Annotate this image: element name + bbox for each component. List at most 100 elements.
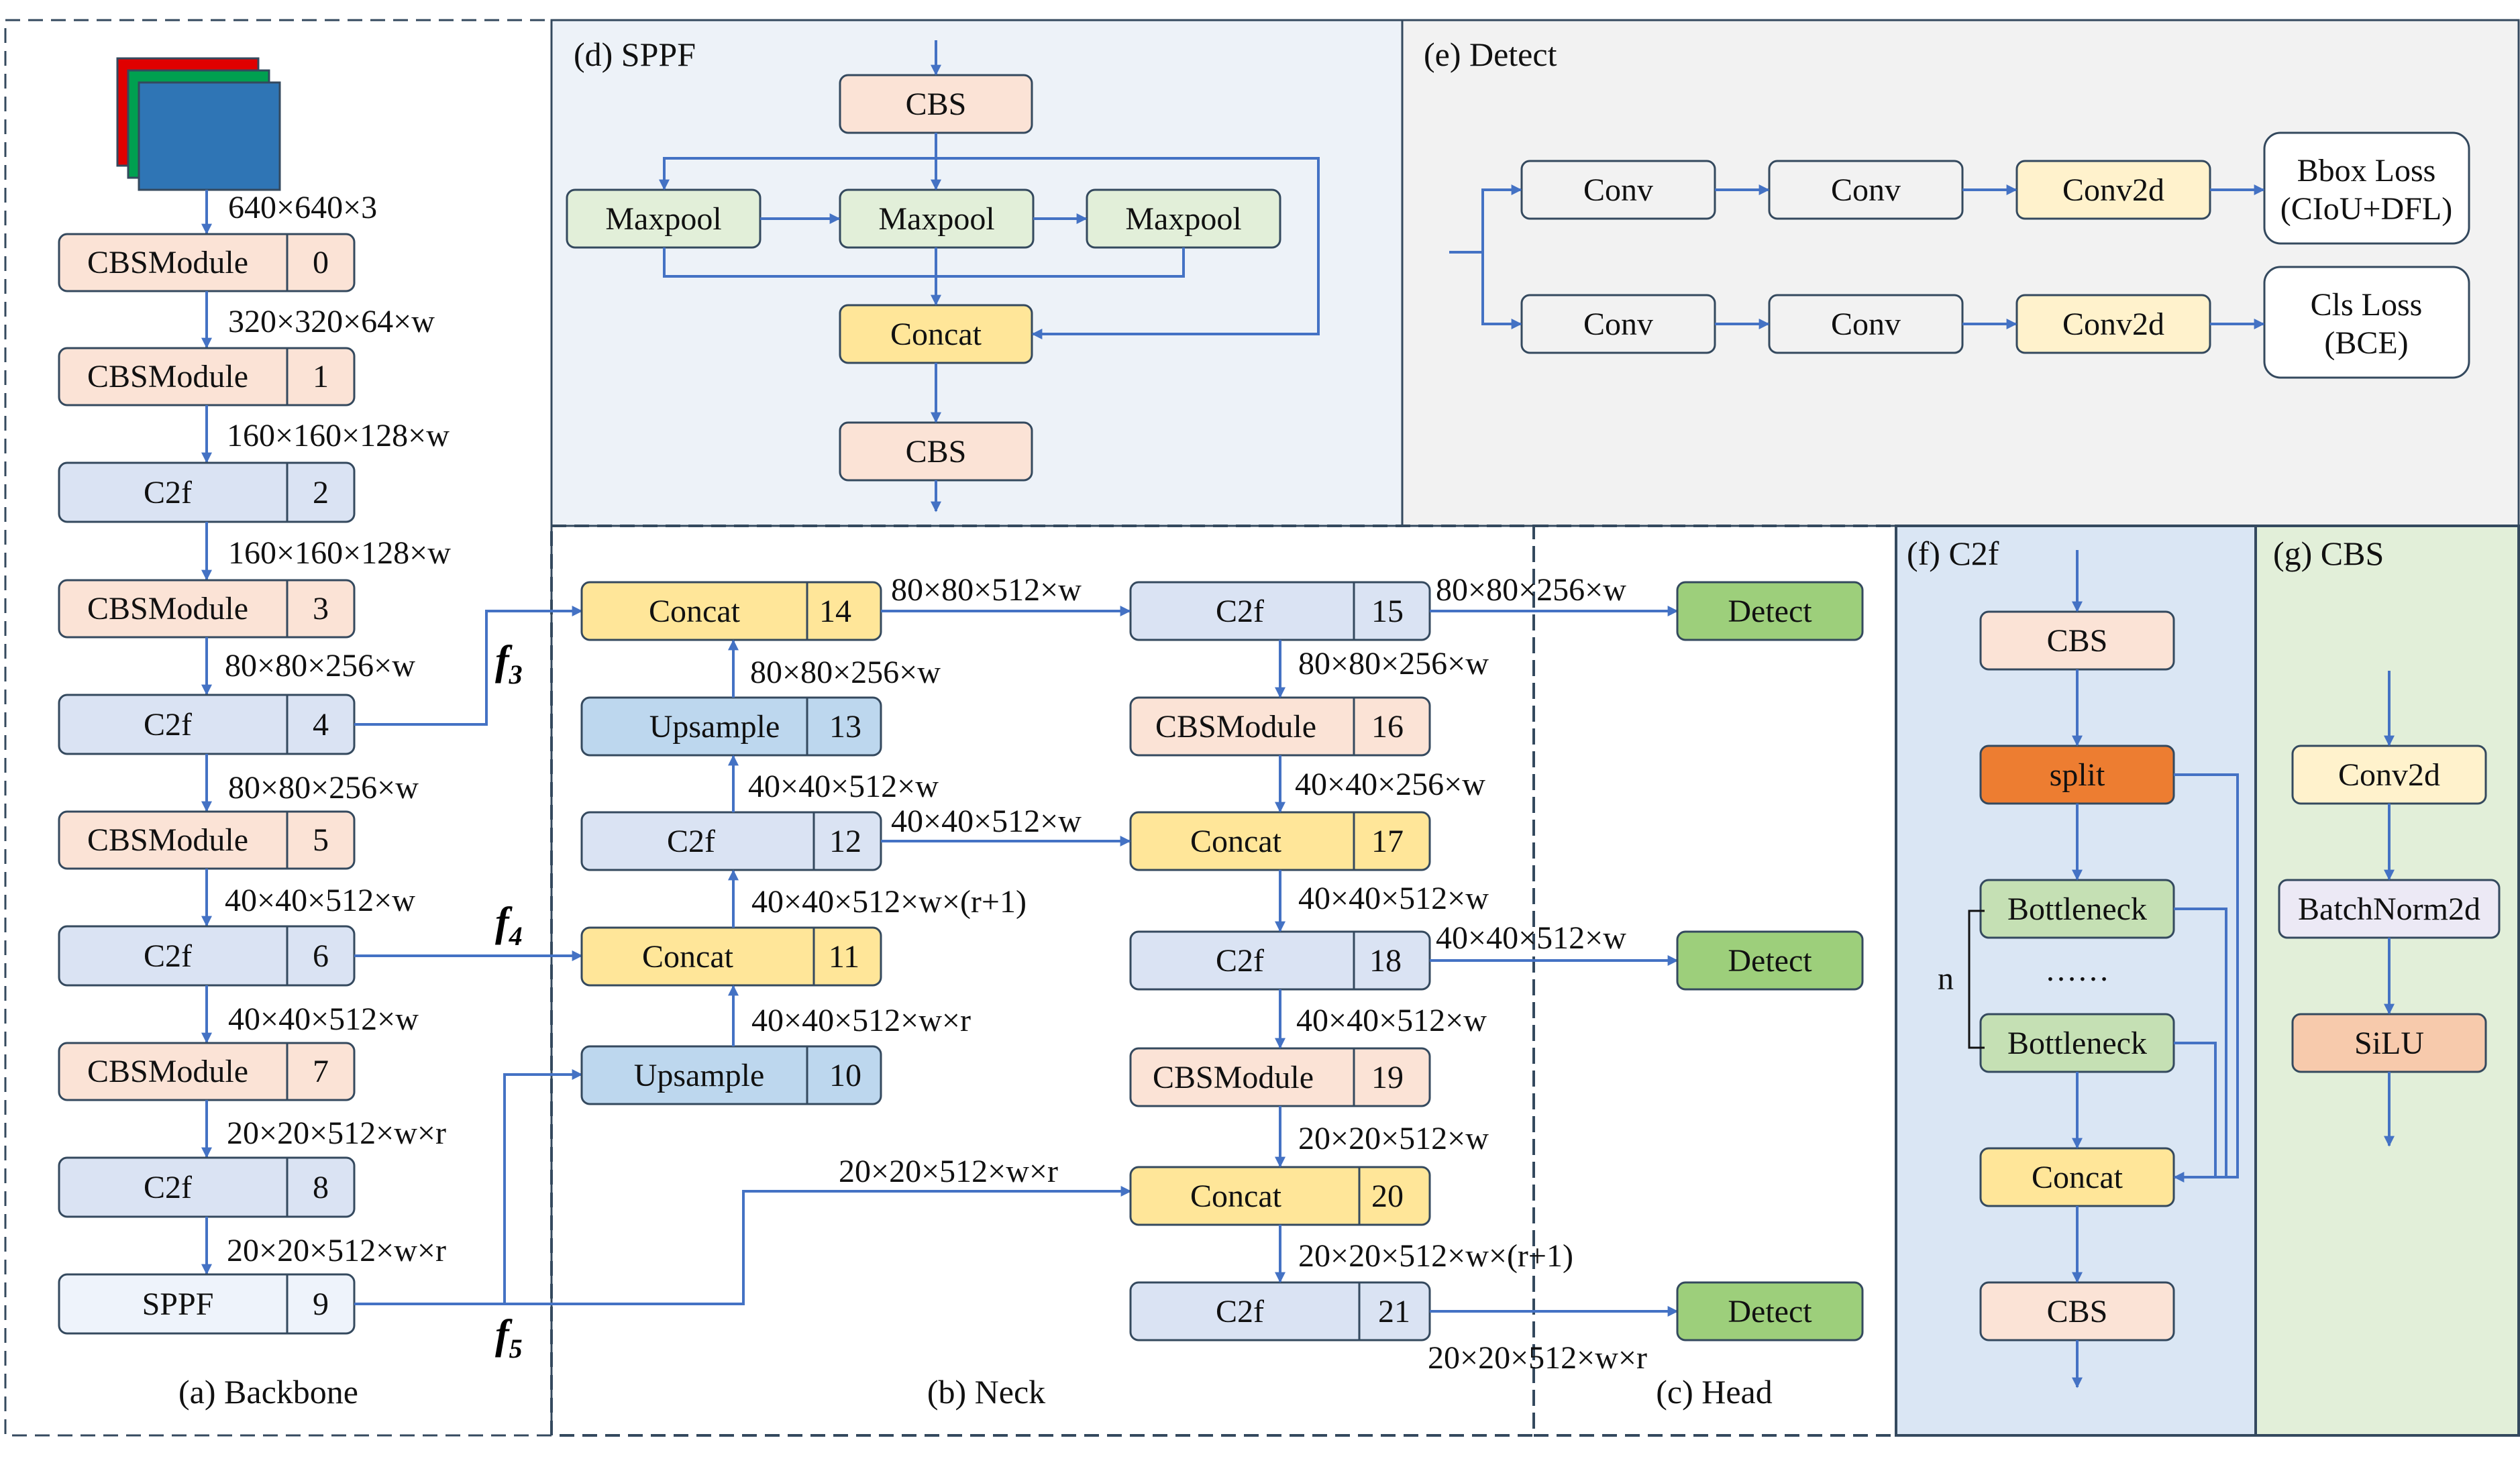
neck-block-20: Concat 20: [1129, 1166, 1431, 1226]
backbone-block-1: CBSModule 1: [58, 347, 356, 406]
backbone-block-0: CBSModule 0: [58, 233, 356, 292]
block-index: 3: [313, 591, 329, 626]
c2f-panel: (f) C2f CBS split Bottleneck …… Bottlene…: [1907, 535, 2239, 1388]
backbone-neck-connections: [354, 606, 1132, 1305]
cbs-conv2d: Conv2d: [2291, 745, 2487, 805]
neck-block-17: Concat 17: [1129, 811, 1431, 871]
detect-label: Detect: [1728, 1294, 1812, 1329]
block-name: C2f: [1216, 943, 1264, 979]
cls-loss-label: Cls Loss: [2311, 287, 2423, 323]
detect-label: Detect: [1728, 943, 1812, 979]
block-index: 17: [1371, 824, 1404, 859]
concat-label: Concat: [890, 317, 982, 352]
block-name: C2f: [667, 824, 715, 859]
neck-caption: (b) Neck: [927, 1373, 1045, 1411]
block-index: 6: [313, 938, 329, 974]
dim-label: 160×160×128×w: [228, 535, 451, 571]
cls-loss-detail: (BCE): [2324, 325, 2408, 361]
block-index: 5: [313, 822, 329, 858]
dim-label: 40×40×512×w: [1436, 920, 1626, 956]
cbs-panel-bg: [2254, 525, 2520, 1437]
sppf-maxpool-3: Maxpool: [1086, 188, 1281, 249]
dim-label: 40×40×512×w: [891, 804, 1082, 839]
detect-label: Detect: [1728, 594, 1812, 629]
maxpool-label: Maxpool: [605, 201, 721, 237]
block-index: 8: [313, 1170, 329, 1205]
backbone-block-3: CBSModule 3: [58, 579, 356, 639]
block-index: 1: [313, 359, 329, 394]
conv2d-label: Conv2d: [2338, 757, 2440, 793]
cbs-label: CBS: [906, 87, 967, 122]
neck-block-15: C2f 15: [1129, 581, 1431, 641]
block-index: 7: [313, 1054, 329, 1089]
dim-label: 40×40×512×w×r: [751, 1003, 971, 1038]
cbs-panel: (g) CBS Conv2d BatchNorm2d SiLU: [2273, 535, 2501, 1147]
dim-label: 40×40×512×w: [228, 1001, 419, 1037]
conv2d-label: Conv2d: [2062, 307, 2164, 342]
backbone-block-5: CBSModule 5: [58, 810, 356, 870]
sppf-maxpool-2: Maxpool: [839, 188, 1035, 249]
neck-arrows: [728, 606, 1679, 1317]
conv-label: Conv: [1831, 172, 1901, 208]
detect-title: (e) Detect: [1424, 36, 1557, 73]
detect-conv-2a: Conv: [1520, 294, 1716, 354]
block-index: 18: [1369, 943, 1402, 979]
dim-label: 80×80×256×w: [228, 770, 419, 806]
dim-label: 20×20×512×w: [1298, 1121, 1489, 1156]
cls-loss-box: Cls Loss (BCE): [2263, 266, 2470, 379]
dim-label: 80×80×512×w: [891, 572, 1082, 608]
cbs-batchnorm: BatchNorm2d: [2278, 879, 2501, 939]
neck: Concat 14 Upsample 13 C2f 12 Concat 11 U…: [580, 572, 1679, 1411]
dim-label: 40×40×512×w: [1298, 881, 1489, 916]
dim-label: 40×40×512×w: [225, 883, 415, 918]
bottleneck-label: Bottleneck: [2007, 891, 2147, 927]
block-index: 4: [313, 707, 329, 743]
backbone-block-9: SPPF 9: [58, 1273, 356, 1335]
sppf-maxpool-1: Maxpool: [566, 188, 762, 249]
detect-conv-1a: Conv: [1520, 160, 1716, 220]
cbs-silu: SiLU: [2291, 1013, 2487, 1073]
conv-label: Conv: [1583, 307, 1653, 342]
dim-label: 20×20×512×w×(r+1): [1298, 1238, 1573, 1274]
block-name: Upsample: [634, 1058, 765, 1093]
bbox-loss-detail: (CIoU+DFL): [2280, 191, 2452, 227]
block-name: CBSModule: [87, 591, 248, 626]
dim-label: 40×40×512×w: [1296, 1003, 1487, 1038]
block-name: C2f: [144, 707, 192, 743]
neck-block-19: CBSModule 19: [1129, 1047, 1431, 1107]
block-name: Concat: [642, 939, 734, 975]
dim-label: 80×80×256×w: [1298, 646, 1489, 681]
panel-backgrounds: [4, 19, 2520, 1437]
block-name: C2f: [144, 1170, 192, 1205]
neck-block-11: Concat 11: [580, 926, 882, 987]
block-name: CBSModule: [87, 822, 248, 858]
c2f-arrows: [2072, 550, 2239, 1388]
sppf-arrows: [659, 40, 1320, 512]
sppf-title: (d) SPPF: [574, 36, 696, 73]
bbox-loss-label: Bbox Loss: [2297, 153, 2436, 188]
bottleneck-label: Bottleneck: [2007, 1026, 2147, 1061]
dim-label: 160×160×128×w: [227, 418, 450, 453]
c2f-title: (f) C2f: [1907, 535, 1999, 572]
dim-label: 20×20×512×w×r: [227, 1233, 446, 1268]
block-index: 12: [829, 824, 861, 859]
head-caption: (c) Head: [1656, 1373, 1773, 1411]
detect-block-p4: Detect: [1676, 930, 1864, 991]
neck-block-21: C2f 21: [1129, 1281, 1431, 1341]
backbone-block-8: C2f 8: [58, 1156, 356, 1218]
block-name: C2f: [1216, 594, 1264, 629]
block-name: C2f: [144, 475, 192, 510]
split-label: split: [2050, 757, 2105, 793]
block-name: C2f: [144, 938, 192, 974]
block-index: 2: [313, 475, 329, 510]
feature-label-f3: f3: [495, 638, 523, 690]
sppf-concat: Concat: [839, 304, 1033, 364]
block-name: Concat: [1190, 1178, 1282, 1214]
sppf-cbs-top: CBS: [839, 74, 1033, 134]
c2f-bottleneck-1: Bottleneck: [1979, 879, 2175, 939]
block-index: 14: [819, 594, 851, 629]
maxpool-label: Maxpool: [1125, 201, 1241, 237]
dim-label: 20×20×512×w×r: [1428, 1340, 1647, 1376]
head: Detect Detect Detect 80×80×256×w 40×40×5…: [1428, 572, 1864, 1411]
